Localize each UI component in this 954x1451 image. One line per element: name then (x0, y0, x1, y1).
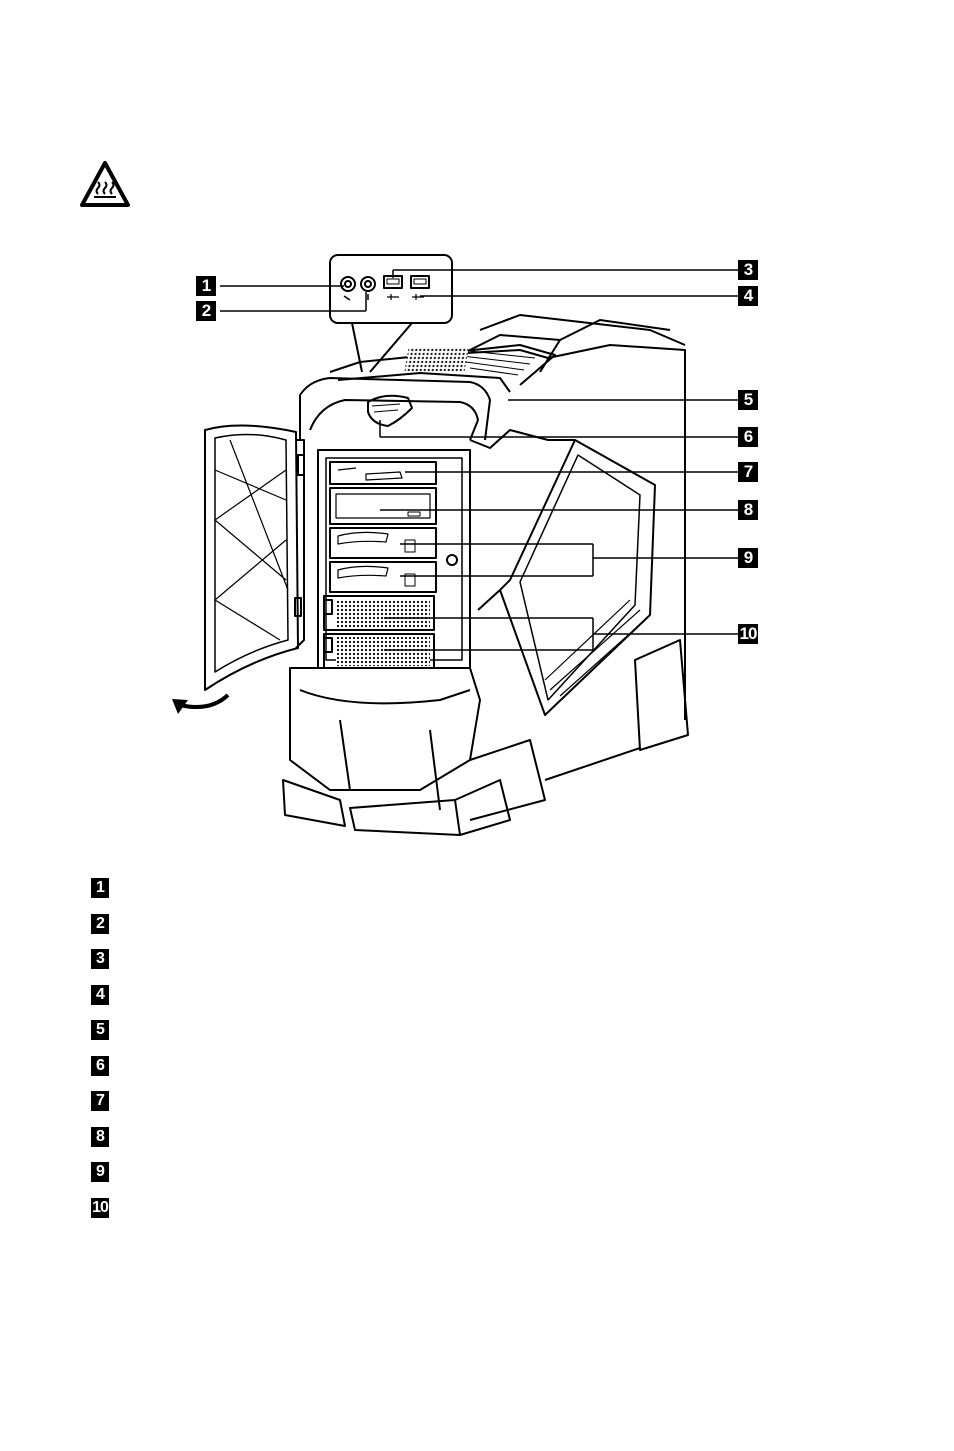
computer-front-illustration (0, 0, 954, 860)
legend-item-6: 6 (91, 1056, 109, 1076)
legend-item-5: 5 (91, 1020, 109, 1040)
headphone-jack (341, 277, 355, 291)
open-door (205, 425, 298, 690)
legend-item-4: 4 (91, 985, 109, 1005)
callout-5: 5 (738, 390, 758, 410)
legend-item-1: 1 (91, 878, 109, 898)
callout-10: 10 (738, 624, 758, 644)
callout-6: 6 (738, 427, 758, 447)
callout-4: 4 (738, 286, 758, 306)
base-foot-center (350, 800, 460, 835)
legend-item-7: 7 (91, 1091, 109, 1111)
callout-3: 3 (738, 260, 758, 280)
callout-8: 8 (738, 500, 758, 520)
legend-item-10: 10 (91, 1198, 109, 1218)
callout-2: 2 (196, 301, 216, 321)
legend-item-3: 3 (91, 949, 109, 969)
callout-1: 1 (196, 276, 216, 296)
base-foot-right (635, 640, 688, 750)
base-foot-left (283, 780, 345, 826)
legend-item-8: 8 (91, 1127, 109, 1147)
legend-item-2: 2 (91, 914, 109, 934)
callout-7: 7 (738, 462, 758, 482)
microphone-jack (361, 277, 375, 291)
callout-9: 9 (738, 548, 758, 568)
legend-item-9: 9 (91, 1162, 109, 1182)
side-window (500, 440, 655, 715)
